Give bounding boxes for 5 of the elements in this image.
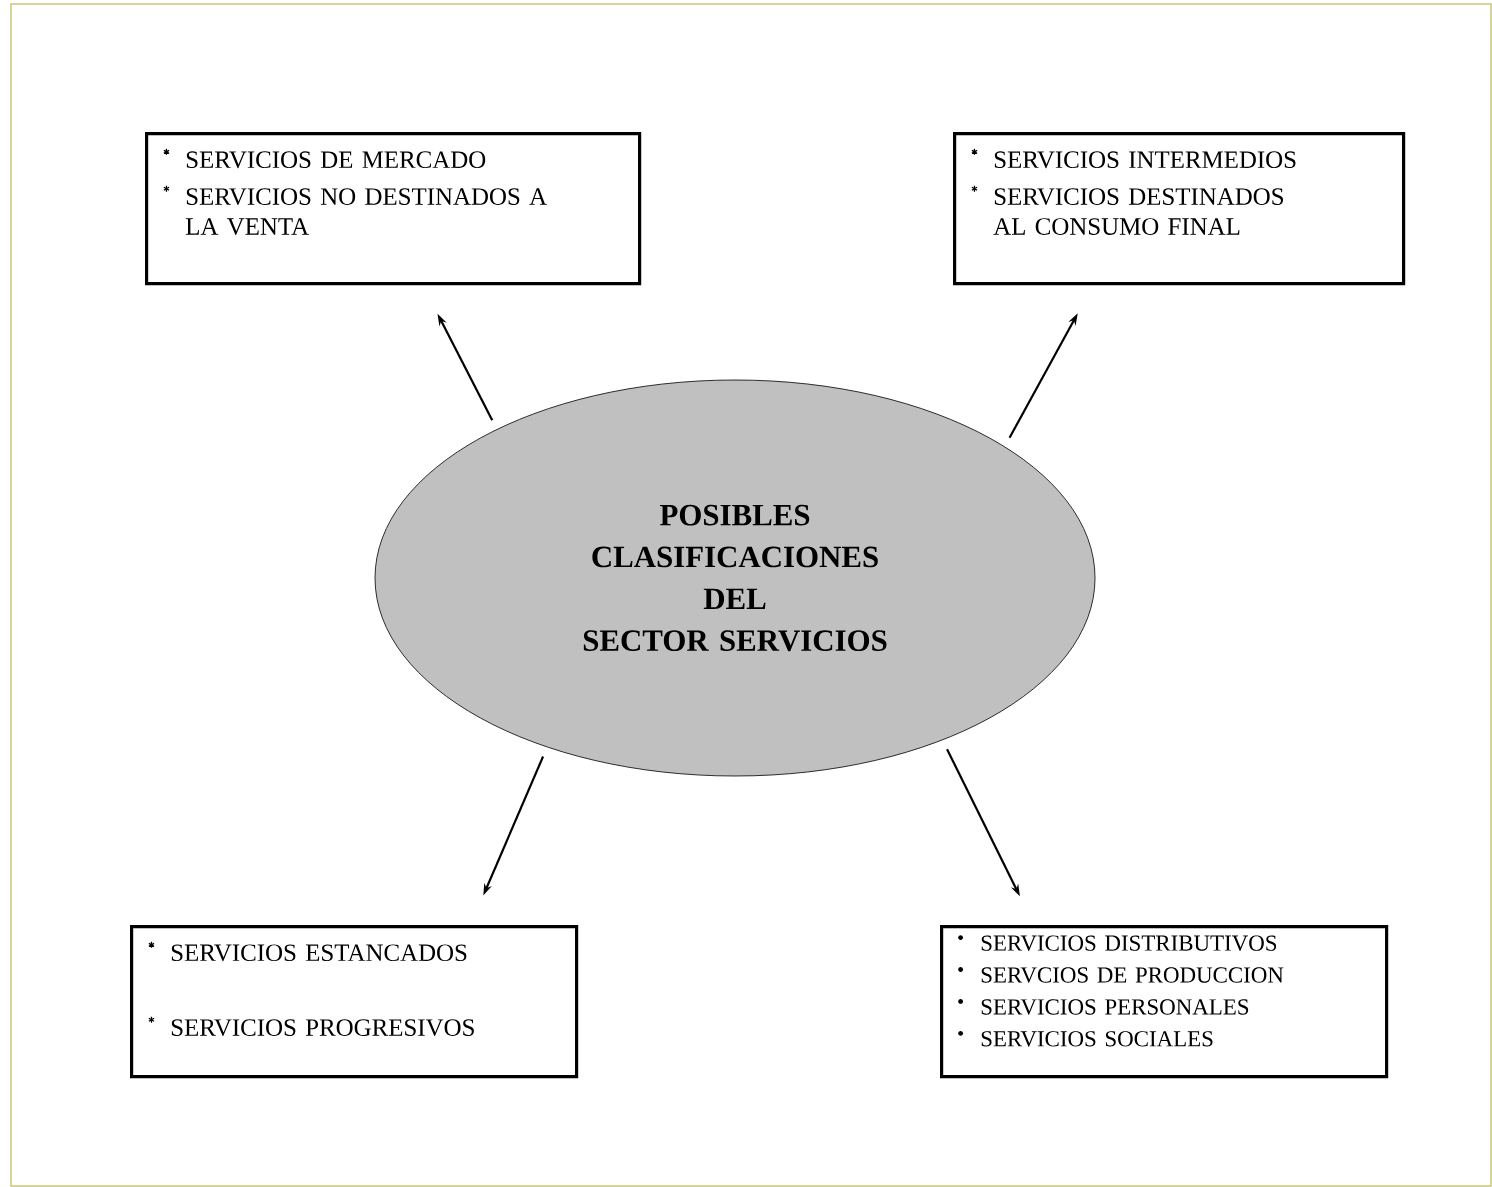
list-box: SERVICIOS DE MERCADO SERVICIOS NO DESTINADOS A LA VENTA bbox=[145, 132, 642, 286]
ellipse-node: POSIBLES CLASIFICACIONES DEL SECTOR SERVICIOS bbox=[374, 379, 1096, 777]
list-box: SERVICIOS DISTRIBUTIVOS SERVCIOS DE PRODUCCION SERVICIOS PERSONALES SERVICIOS SOCIALES bbox=[940, 925, 1389, 1079]
list-box: SERVICIOS ESTANCADOS SERVICIOS PROGRESIVOS bbox=[130, 925, 579, 1079]
list-box: SERVICIOS INTERMEDIOS SERVICIOS DESTINADOS AL CONSUMO FINAL bbox=[953, 132, 1406, 286]
